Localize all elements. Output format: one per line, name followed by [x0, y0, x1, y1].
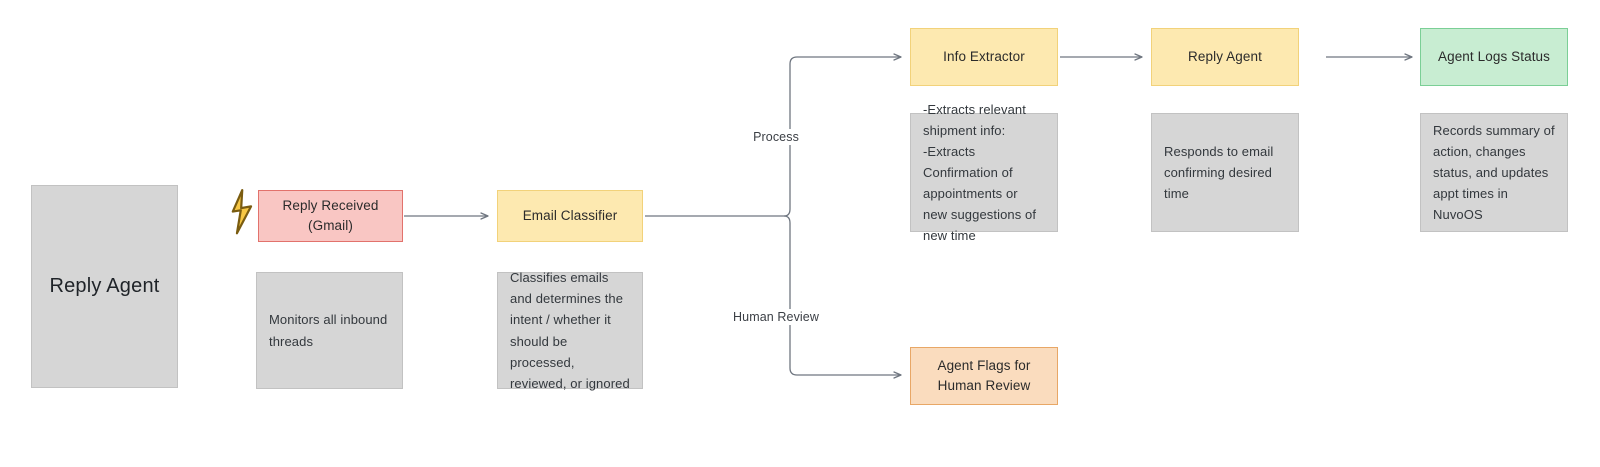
node-agent-flags-human-review-label: Agent Flags for Human Review	[937, 358, 1031, 393]
note-trigger-text: Monitors all inbound threads	[269, 312, 388, 349]
note-info-extractor: -Extracts relevant shipment info: -Extra…	[910, 102, 1058, 243]
group-box-label: Reply Agent	[49, 275, 160, 297]
node-info-extractor-label: Info Extractor	[943, 49, 1025, 65]
lightning-bolt-icon	[231, 189, 253, 235]
note-trigger: Monitors all inbound threads	[256, 272, 403, 389]
node-email-classifier[interactable]: Email Classifier	[497, 190, 643, 242]
edge-label-process: Process	[748, 129, 804, 145]
note-classifier: Classifies emails and determines the int…	[497, 270, 643, 391]
note-info-extractor-text: -Extracts relevant shipment info: -Extra…	[923, 101, 1037, 244]
node-reply-agent[interactable]: Reply Agent	[1151, 28, 1299, 86]
node-reply-received[interactable]: Reply Received (Gmail)	[258, 190, 403, 242]
node-reply-agent-label: Reply Agent	[1188, 49, 1262, 65]
node-agent-logs-status-label: Agent Logs Status	[1437, 49, 1551, 65]
note-agent-logs-status: Records summary of action, changes statu…	[1420, 113, 1568, 232]
note-agent-logs-status-text: Records summary of action, changes statu…	[1433, 122, 1555, 223]
edge-label-human-review-text: Human Review	[733, 310, 819, 324]
edge-label-process-text: Process	[753, 130, 799, 144]
note-classifier-text: Classifies emails and determines the int…	[510, 270, 630, 391]
group-box-reply-agent: Reply Agent	[31, 185, 178, 388]
edge-label-human-review: Human Review	[728, 309, 824, 325]
node-email-classifier-label: Email Classifier	[522, 208, 618, 224]
node-agent-logs-status[interactable]: Agent Logs Status	[1420, 28, 1568, 86]
node-info-extractor[interactable]: Info Extractor	[910, 28, 1058, 86]
edge-branch-human-review	[783, 215, 902, 379]
node-reply-received-label: Reply Received (Gmail)	[282, 198, 379, 233]
note-reply-agent-text: Responds to email confirming desired tim…	[1164, 143, 1274, 202]
note-reply-agent: Responds to email confirming desired tim…	[1151, 113, 1299, 232]
edge-branch-process	[783, 53, 902, 217]
node-agent-flags-human-review[interactable]: Agent Flags for Human Review	[910, 347, 1058, 405]
